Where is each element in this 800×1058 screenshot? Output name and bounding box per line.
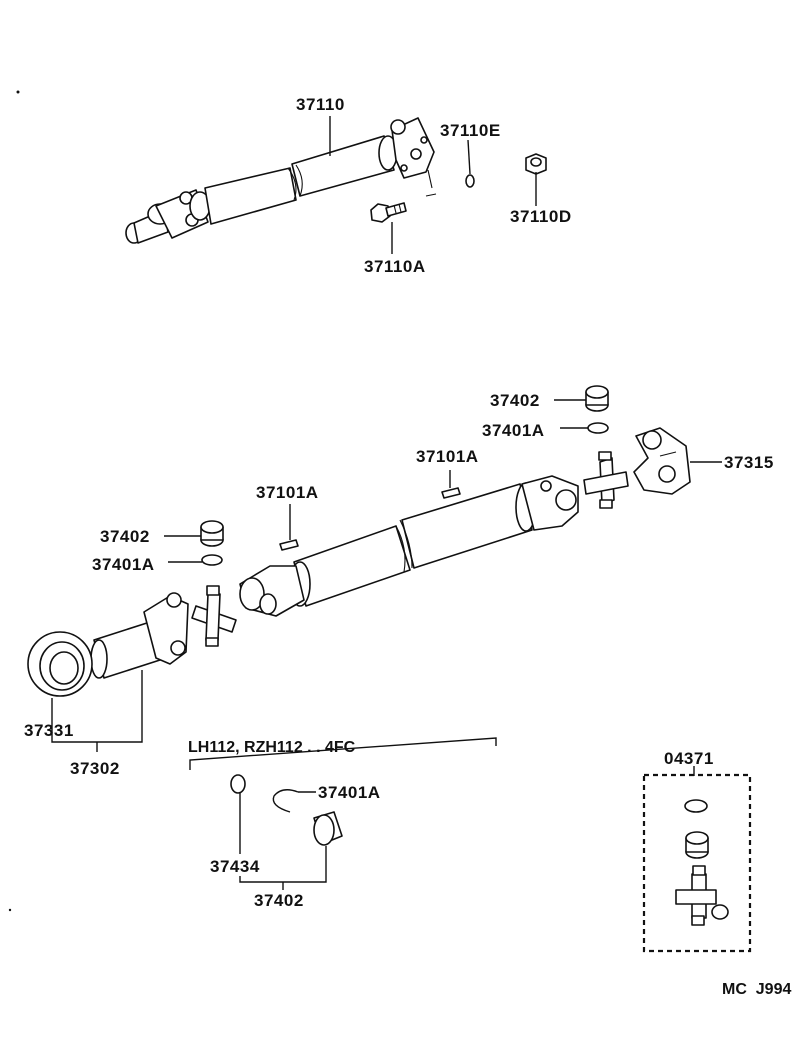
speck	[8, 908, 12, 912]
leader-lines	[51, 116, 722, 890]
label-37402-top: 37402	[490, 391, 540, 410]
nut-37110D	[525, 153, 547, 175]
bolt-37110A	[370, 202, 407, 223]
spider-lower	[191, 585, 237, 647]
label-37101A-left: 37101A	[256, 483, 319, 502]
snap-ring-left	[201, 554, 223, 566]
label-37434: 37434	[210, 857, 260, 876]
figure-code: MC J994	[722, 981, 791, 998]
speck	[16, 90, 20, 94]
bearing-37402	[313, 811, 343, 846]
label-37401A-top: 37401A	[482, 421, 545, 440]
balance-weight-right	[441, 487, 461, 499]
center-bearing-37331	[27, 631, 93, 697]
rear-propeller-shaft	[125, 117, 437, 244]
front-propeller-shaft	[239, 475, 579, 617]
model-condition-note: LH112, RZH112 . . 4FC	[188, 739, 356, 756]
label-37315: 37315	[724, 453, 774, 472]
bearing-cup-left	[200, 520, 224, 547]
part-labels: 37110 37110E 37110D 37110A 37402 37401A …	[24, 95, 791, 998]
label-37401A-left: 37401A	[92, 555, 155, 574]
label-37110: 37110	[296, 95, 345, 114]
balance-weight-left	[279, 539, 299, 551]
label-37402-left: 37402	[100, 527, 150, 546]
washer-37110E	[465, 174, 475, 188]
label-37110E: 37110E	[440, 121, 501, 140]
spider-upper	[583, 451, 629, 509]
bearing-cup-upper	[585, 385, 609, 412]
label-04371: 04371	[664, 749, 714, 768]
washer-37434	[230, 774, 246, 794]
label-37110A: 37110A	[364, 257, 426, 276]
kit-04371-box	[642, 773, 752, 953]
kit-04371-parts	[675, 799, 729, 926]
label-37101A-right: 37101A	[416, 447, 479, 466]
label-37331: 37331	[24, 721, 74, 740]
label-37110D: 37110D	[510, 207, 572, 226]
label-37302: 37302	[70, 759, 120, 778]
flange-yoke-37315	[633, 427, 691, 495]
snap-ring-upper	[587, 422, 609, 434]
label-37402-detail: 37402	[254, 891, 304, 910]
sleeve-yoke-37302	[90, 592, 189, 679]
label-37401A-detail: 37401A	[318, 783, 381, 802]
snap-ring-37401A	[272, 789, 299, 813]
